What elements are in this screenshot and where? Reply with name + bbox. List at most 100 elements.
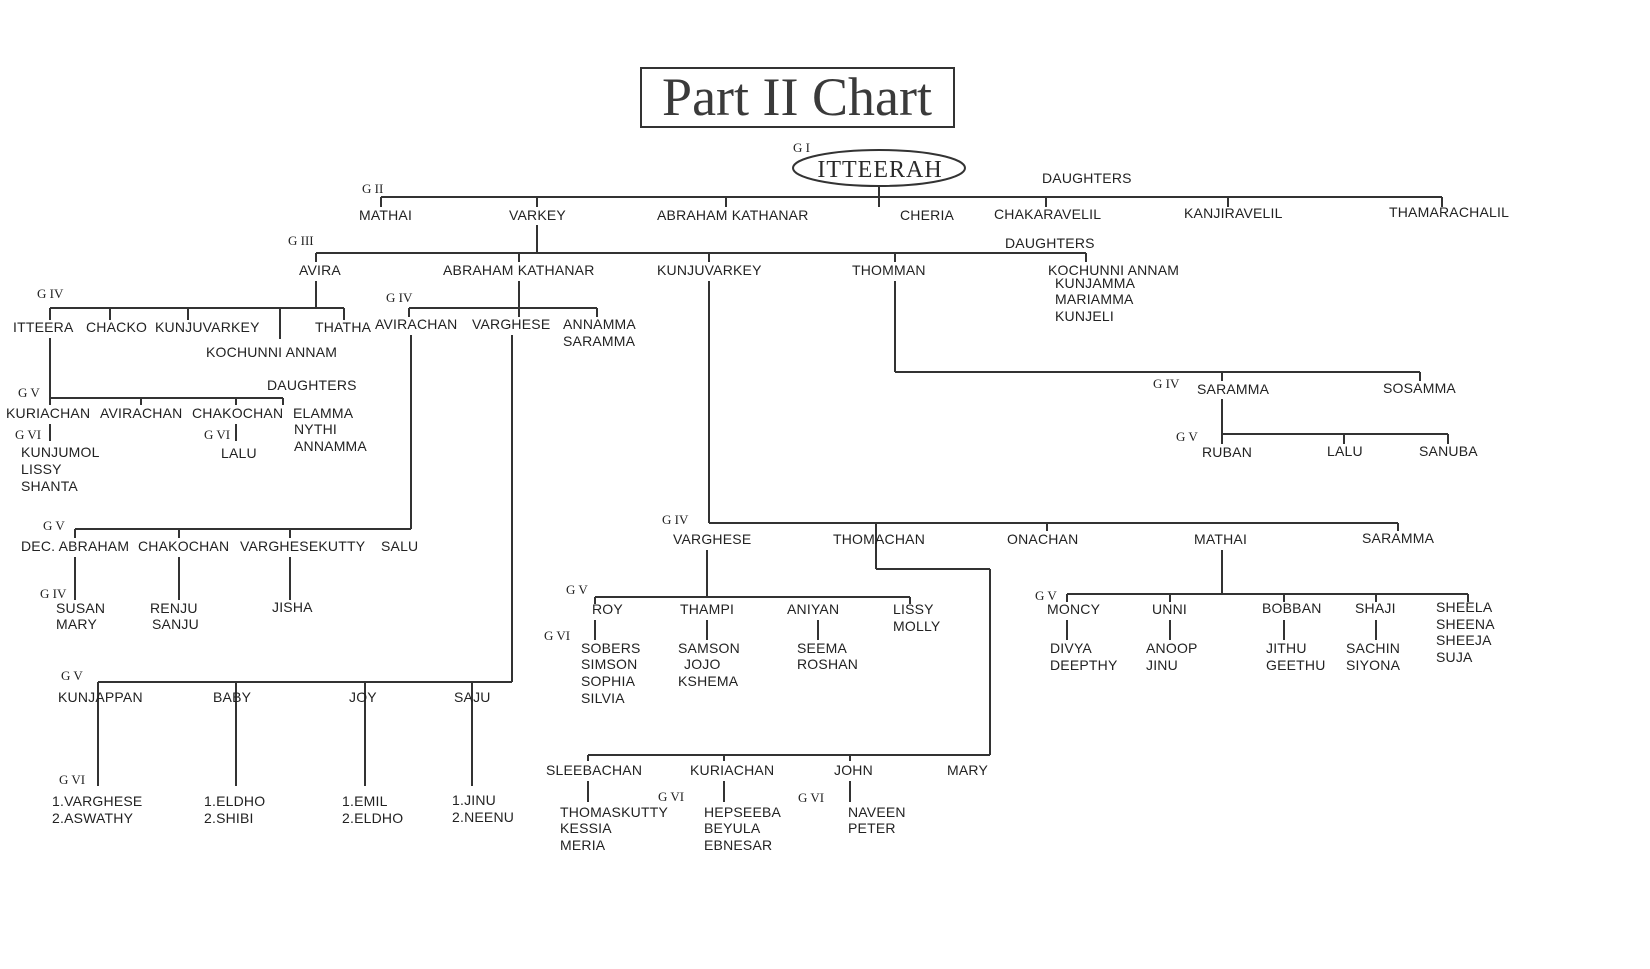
label-kanjiravelil: KANJIRAVELIL <box>1184 205 1283 221</box>
label-sleebachan: SLEEBACHAN <box>546 762 642 778</box>
label-divya: DIVYA <box>1050 640 1092 656</box>
label-silvia: SILVIA <box>581 690 625 706</box>
label-kunjumol: KUNJUMOL <box>21 444 100 460</box>
label-lissy-2: LISSY <box>893 601 934 617</box>
label-abraham-kathanar-2: ABRAHAM KATHANAR <box>443 262 595 278</box>
label-kunjamma: KUNJAMMA <box>1055 275 1136 291</box>
label-mary: MARY <box>56 616 97 632</box>
label-varghese: VARGHESE <box>472 316 550 332</box>
generation-g-i-marker-1: G I <box>793 140 810 155</box>
label-varghesekutty: VARGHESEKUTTY <box>240 538 366 554</box>
label-suja: SUJA <box>1436 649 1473 665</box>
label-renju: RENJU <box>150 600 198 616</box>
generation-g-v-marker-5: G V <box>1035 588 1057 603</box>
label-sanuba: SANUBA <box>1419 443 1478 459</box>
label-baby: BABY <box>213 689 252 705</box>
generation-g-v-marker-1: G V <box>18 385 40 400</box>
label-samson: SAMSON <box>678 640 740 656</box>
label-saramma-3: SARAMMA <box>1362 530 1435 546</box>
label-kessia: KESSIA <box>560 820 612 836</box>
label-naveen: NAVEEN <box>848 804 906 820</box>
label-deepthy: DEEPTHY <box>1050 657 1118 673</box>
label-roshan: ROSHAN <box>797 656 858 672</box>
root-ancestor: ITTEERAH <box>817 157 942 183</box>
label-sheela: SHEELA <box>1436 599 1493 615</box>
label-avira: AVIRA <box>299 262 341 278</box>
label-2-eldho: 2.ELDHO <box>342 810 403 826</box>
label-avirachan-2: AVIRACHAN <box>100 405 182 421</box>
generation-g-ii-marker-1: G II <box>362 181 383 196</box>
label-jojo: JOJO <box>684 656 721 672</box>
label-ruban: RUBAN <box>1202 444 1252 460</box>
label-thomaskutty: THOMASKUTTY <box>560 804 668 820</box>
label-shanta: SHANTA <box>21 478 78 494</box>
label-2-shibi: 2.SHIBI <box>204 810 254 826</box>
label-kochunni-annam-2: KOCHUNNI ANNAM <box>206 344 337 360</box>
label-nythi: NYTHI <box>294 421 337 437</box>
label-kunjuvarkey-2: KUNJUVARKEY <box>155 319 260 335</box>
label-abraham-kathanar: ABRAHAM KATHANAR <box>657 207 809 223</box>
label-shaji: SHAJI <box>1355 600 1396 616</box>
label-1-emil: 1.EMIL <box>342 793 388 809</box>
label-aniyan: ANIYAN <box>787 601 839 617</box>
label-daughters-3: DAUGHTERS <box>267 377 357 393</box>
label-moncy: MONCY <box>1047 601 1101 617</box>
label-ebnesar: EBNESAR <box>704 837 772 853</box>
label-1-jinu: 1.JINU <box>452 792 496 808</box>
label-siyona: SIYONA <box>1346 657 1401 673</box>
label-seema: SEEMA <box>797 640 847 656</box>
label-thatha: THATHA <box>315 319 372 335</box>
label-kuriachan-2: KURIACHAN <box>690 762 774 778</box>
title-box <box>640 67 955 128</box>
label-chakochan: CHAKOCHAN <box>192 405 283 421</box>
label-elamma: ELAMMA <box>293 405 354 421</box>
label-salu: SALU <box>381 538 418 554</box>
label-chakaravelil: CHAKARAVELIL <box>994 206 1101 222</box>
label-saramma: SARAMMA <box>563 333 636 349</box>
label-thamarachalil: THAMARACHALIL <box>1389 204 1509 220</box>
generation-g-vi-marker-3: G VI <box>544 628 570 643</box>
generation-g-vi-marker-5: G VI <box>658 789 684 804</box>
label-thomachan: THOMACHAN <box>833 531 925 547</box>
label-kunjeli: KUNJELI <box>1055 308 1114 324</box>
label-lissy: LISSY <box>21 461 62 477</box>
label-susan: SUSAN <box>56 600 105 616</box>
label-jisha: JISHA <box>272 599 313 615</box>
label-1-eldho: 1.ELDHO <box>204 793 265 809</box>
generation-g-vi-marker-4: G VI <box>59 772 85 787</box>
label-sachin: SACHIN <box>1346 640 1400 656</box>
label-kunjappan: KUNJAPPAN <box>58 689 143 705</box>
generation-g-iv-marker-3: G IV <box>1153 376 1180 391</box>
label-sobers: SOBERS <box>581 640 641 656</box>
label-itteera: ITTEERA <box>13 319 74 335</box>
generation-g-v-marker-2: G V <box>1176 429 1198 444</box>
generation-g-iv-marker-4: G IV <box>40 586 67 601</box>
label-chakochan-2: CHAKOCHAN <box>138 538 229 554</box>
generation-g-v-marker-6: G V <box>61 668 83 683</box>
label-molly: MOLLY <box>893 618 941 634</box>
label-jinu: JINU <box>1146 657 1178 673</box>
label-avirachan: AVIRACHAN <box>375 316 457 332</box>
connector-lines <box>49 186 1469 802</box>
label-varghese-2: VARGHESE <box>673 531 751 547</box>
label-cheria: CHERIA <box>900 207 955 223</box>
label-daughters: DAUGHTERS <box>1042 170 1132 186</box>
generation-g-iv-marker-2: G IV <box>386 290 413 305</box>
generation-g-vi-marker-2: G VI <box>204 427 230 442</box>
label-joy: JOY <box>349 689 377 705</box>
label-chacko: CHACKO <box>86 319 147 335</box>
label-peter: PETER <box>848 820 896 836</box>
label-saramma-2: SARAMMA <box>1197 381 1270 397</box>
label-jithu: JITHU <box>1266 640 1307 656</box>
label-john: JOHN <box>834 762 873 778</box>
label-kuriachan: KURIACHAN <box>6 405 90 421</box>
label-bobban: BOBBAN <box>1262 600 1322 616</box>
label-2-neenu: 2.NEENU <box>452 809 514 825</box>
label-roy: ROY <box>592 601 623 617</box>
label-sophia: SOPHIA <box>581 673 636 689</box>
label-beyula: BEYULA <box>704 820 761 836</box>
label-dec-abraham: DEC. ABRAHAM <box>21 538 129 554</box>
label-thomman: THOMMAN <box>852 262 926 278</box>
label-varkey: VARKEY <box>509 207 566 223</box>
